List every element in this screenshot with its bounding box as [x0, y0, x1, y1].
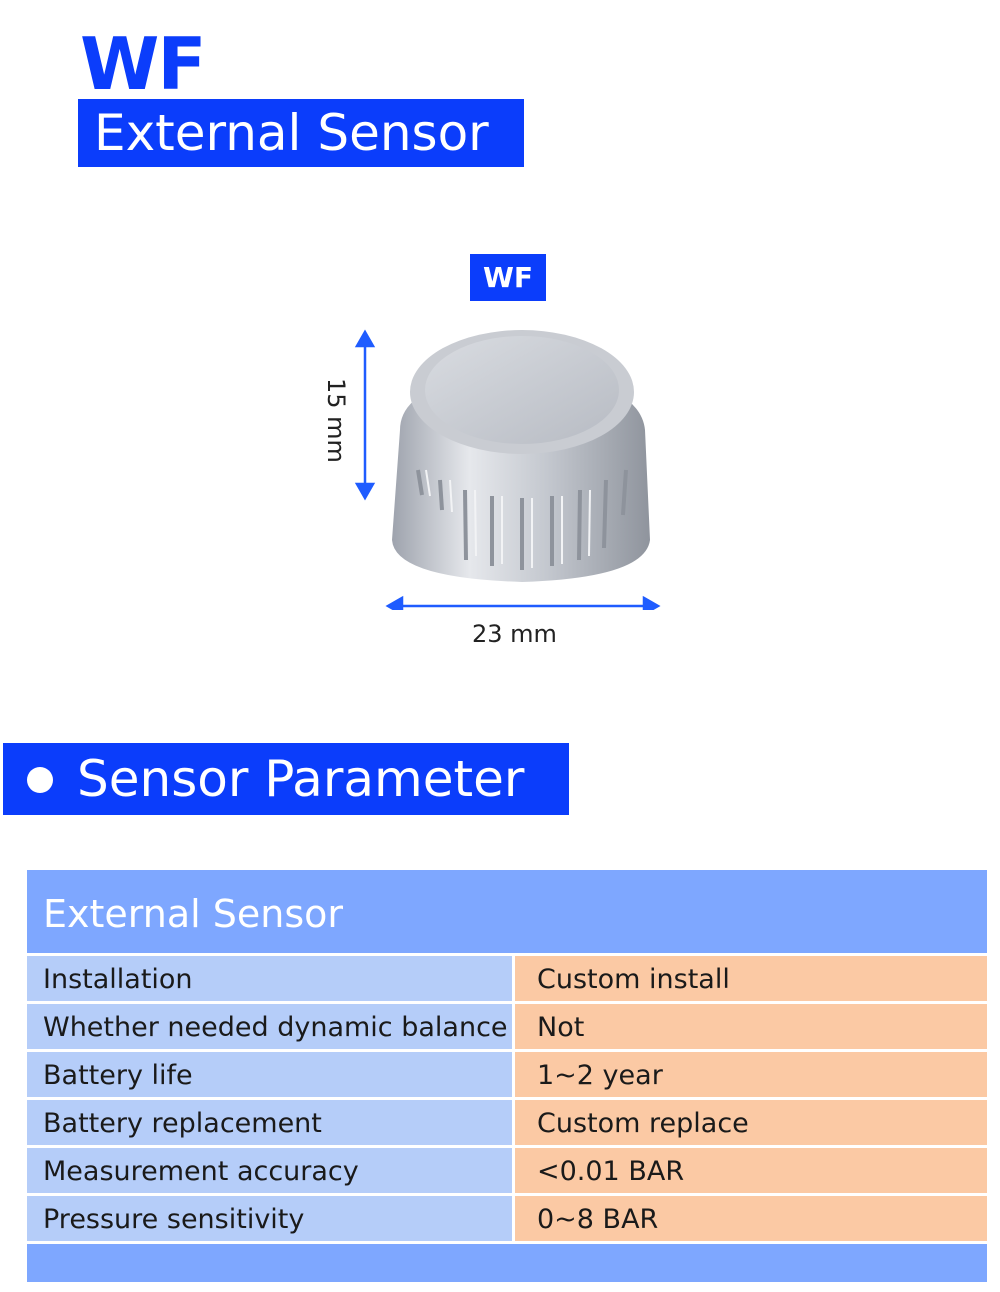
sensor-illustration	[354, 329, 661, 610]
sensor-cap	[392, 330, 650, 582]
row-value: Custom install	[515, 956, 987, 1001]
row-value: Custom replace	[515, 1100, 987, 1145]
table-header: External Sensor	[27, 870, 987, 953]
table-row: Battery replacement Custom replace	[27, 1100, 987, 1145]
table-row: Whether needed dynamic balance Not	[27, 1004, 987, 1049]
row-label: Battery life	[27, 1052, 512, 1097]
row-label: Measurement accuracy	[27, 1148, 512, 1193]
height-dimension-label: 15 mm	[322, 378, 350, 463]
row-label: Whether needed dynamic balance	[27, 1004, 512, 1049]
bullet-icon	[27, 766, 53, 793]
width-arrow	[385, 595, 661, 610]
width-dimension-label: 23 mm	[472, 620, 557, 648]
row-label: Installation	[27, 956, 512, 1001]
model-badge: WF	[470, 254, 546, 301]
table-row: Installation Custom install	[27, 956, 987, 1001]
section-title: Sensor Parameter	[77, 750, 525, 808]
hero-title: WF	[80, 22, 207, 106]
section-title-banner: Sensor Parameter	[3, 743, 569, 815]
row-value: 0~8 BAR	[515, 1196, 987, 1241]
table-footer	[27, 1244, 987, 1282]
table-row: Pressure sensitivity 0~8 BAR	[27, 1196, 987, 1241]
row-label: Pressure sensitivity	[27, 1196, 512, 1241]
row-value: Not	[515, 1004, 987, 1049]
row-value: <0.01 BAR	[515, 1148, 987, 1193]
row-label: Battery replacement	[27, 1100, 512, 1145]
table-row: Measurement accuracy <0.01 BAR	[27, 1148, 987, 1193]
table-row: Battery life 1~2 year	[27, 1052, 987, 1097]
parameter-table: External Sensor Installation Custom inst…	[27, 870, 987, 1282]
row-value: 1~2 year	[515, 1052, 987, 1097]
height-arrow	[354, 329, 376, 501]
hero-subtitle-banner: External Sensor	[78, 99, 524, 167]
